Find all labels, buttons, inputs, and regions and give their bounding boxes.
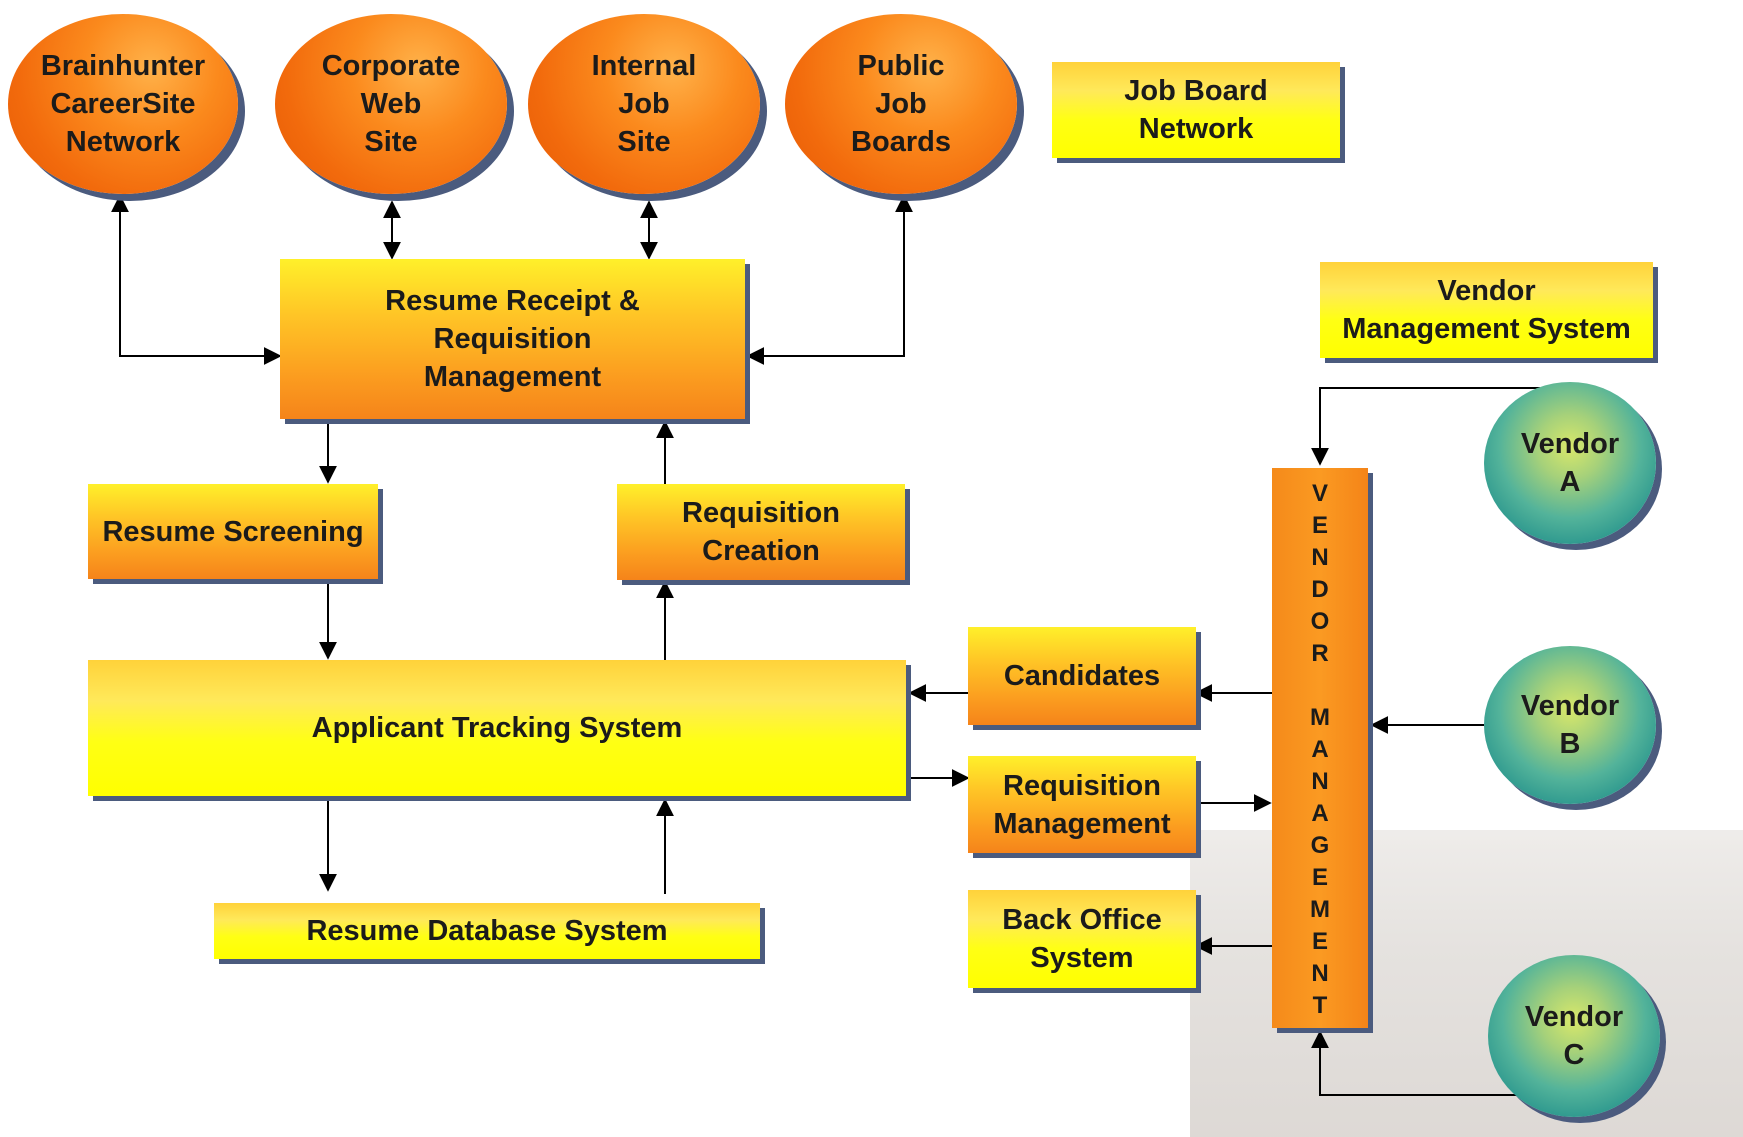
brainhunter-careersite-network: Brainhunter CareerSite Network — [8, 14, 238, 194]
job-board-network-label: Job Board Network — [1052, 62, 1340, 158]
public-job-boards: Public Job Boards — [785, 14, 1017, 194]
requisition-creation: Requisition Creation — [617, 484, 905, 580]
applicant-tracking-system: Applicant Tracking System — [88, 660, 906, 796]
internal-job-site: Internal Job Site — [528, 14, 760, 194]
vendor-bar-letter: N — [1311, 960, 1329, 987]
vendor-management-bar: V E N D O R M A N A G E M E N T — [1272, 468, 1368, 1028]
vendor-bar-letter: D — [1311, 576, 1329, 603]
vendor-bar-letter: E — [1311, 512, 1328, 539]
vendor-bar-letter: M — [1310, 896, 1330, 923]
vendor-bar-letter: G — [1310, 832, 1330, 859]
corporate-web-site: Corporate Web Site — [275, 14, 507, 194]
vendor-bar-letter: N — [1311, 544, 1329, 571]
back-office-system: Back Office System — [968, 890, 1196, 988]
vendor-a: Vendor A — [1484, 382, 1656, 544]
resume-screening: Resume Screening — [88, 484, 378, 579]
vendor-bar-letter: E — [1311, 864, 1328, 891]
resume-database-system: Resume Database System — [214, 903, 760, 959]
vendor-bar-letter: A — [1311, 800, 1329, 827]
vendor-b: Vendor B — [1484, 646, 1656, 804]
resume-receipt-requisition-management: Resume Receipt & Requisition Management — [280, 259, 745, 419]
vendor-bar-letter: O — [1310, 608, 1330, 635]
requisition-management-box: Requisition Management — [968, 756, 1196, 853]
vendor-bar-letter: V — [1311, 480, 1328, 507]
vendor-management-system-label: Vendor Management System — [1320, 262, 1653, 358]
vendor-bar-letter: R — [1311, 640, 1329, 667]
vendor-bar-letter: N — [1311, 768, 1329, 795]
vendor-bar-letter: E — [1311, 928, 1328, 955]
vendor-c: Vendor C — [1488, 955, 1660, 1117]
vendor-bar-letter: T — [1312, 992, 1328, 1019]
candidates-box: Candidates — [968, 627, 1196, 725]
vendor-bar-letter: A — [1311, 736, 1329, 763]
vendor-bar-letter: M — [1310, 704, 1330, 731]
